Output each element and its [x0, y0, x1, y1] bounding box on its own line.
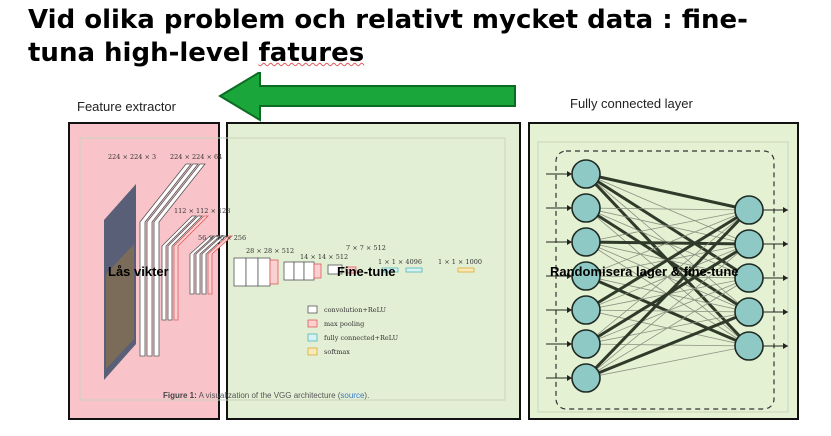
input-node	[571, 329, 601, 359]
network-edge	[585, 209, 750, 243]
legend-label: convolution+ReLU	[324, 306, 387, 314]
arrow-head-icon	[783, 309, 788, 315]
output-node	[734, 331, 764, 361]
network-edge	[585, 208, 750, 312]
network-edge	[585, 310, 750, 380]
network-edge	[585, 207, 750, 211]
dim-label: 112 × 112 × 128	[174, 207, 230, 215]
feature-extractor-caption: Feature extractor	[77, 99, 176, 114]
fully-connected-caption: Fully connected layer	[570, 96, 693, 111]
arrow-head-icon	[567, 341, 572, 347]
dim-label: 7 × 7 × 512	[346, 244, 386, 252]
lock-weights-label: Lås vikter	[108, 264, 169, 279]
input-node	[571, 295, 601, 325]
figure-caption-label: Figure 1:	[163, 391, 197, 400]
legend-label: max pooling	[324, 320, 364, 328]
output-node	[734, 297, 764, 327]
arrow-head-icon	[783, 207, 788, 213]
left-arrow-icon	[218, 72, 516, 122]
dim-label: 56 × 56 × 256	[198, 234, 246, 242]
output-node	[734, 229, 764, 259]
dim-label: 28 × 28 × 512	[246, 247, 294, 255]
network-edge	[585, 209, 750, 277]
title-text: Vid olika problem och relativt mycket da…	[28, 5, 748, 68]
slide-title: Vid olika problem och relativt mycket da…	[28, 4, 808, 70]
input-node	[571, 261, 601, 291]
title-misspelled-word: fatures	[258, 38, 365, 68]
dim-label: 224 × 224 × 64	[170, 153, 222, 161]
arrow-head-icon	[567, 171, 572, 177]
network-edge	[585, 172, 750, 212]
arrow-head-icon	[783, 275, 788, 281]
fully-connected-network-diagram	[537, 141, 789, 413]
input-node	[571, 193, 601, 223]
input-node	[571, 363, 601, 393]
network-edge	[585, 277, 750, 379]
dim-label: 224 × 224 × 3	[108, 153, 156, 161]
figure-source-link[interactable]: source	[340, 391, 365, 400]
network-edge	[585, 345, 750, 379]
arrow-head-icon	[567, 273, 572, 279]
network-edge	[585, 243, 750, 379]
legend-label: fully connected+ReLU	[324, 334, 399, 342]
input-node	[571, 227, 601, 257]
dim-label: 14 × 14 × 512	[300, 253, 348, 261]
figure-caption: Figure 1: A visualization of the VGG arc…	[163, 391, 369, 400]
randomize-finetune-label: Randomisera lager & fine-tune	[550, 264, 739, 279]
arrow-head-icon	[567, 307, 572, 313]
legend-label: softmax	[324, 348, 350, 356]
arrow-head-icon	[567, 239, 572, 245]
arrow-head-icon	[567, 375, 572, 381]
network-edge	[585, 209, 750, 345]
output-node	[734, 195, 764, 225]
figure-caption-end: ).	[364, 391, 370, 400]
vgg-architecture-diagram: 224 × 224 × 3 224 × 224 × 64 112 × 112 ×…	[79, 137, 506, 401]
dim-label: 1 × 1 × 4096	[378, 258, 422, 266]
input-node	[571, 159, 601, 189]
dim-label: 1 × 1 × 1000	[438, 258, 482, 266]
figure-caption-text: A visualization of the VGG architecture …	[198, 391, 341, 400]
output-node	[734, 263, 764, 293]
arrow-head-icon	[783, 241, 788, 247]
network-edge	[584, 208, 751, 380]
finetune-label: Fine-tune	[337, 264, 396, 279]
arrow-head-icon	[783, 343, 788, 349]
arrow-head-icon	[567, 205, 572, 211]
